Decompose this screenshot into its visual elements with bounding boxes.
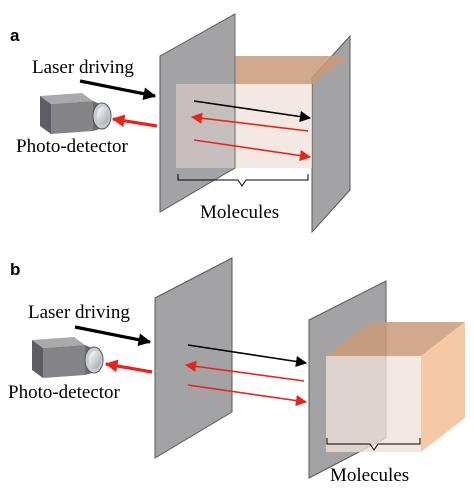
panel-b-label: b [10,260,20,279]
camera-detector-icon [32,337,104,378]
cavity-beam-forward-red-b [187,384,308,407]
detector-return-arrow-b [104,359,153,374]
laser-input-arrow-b [74,325,152,347]
photo-detector-label-a: Photo-detector [16,136,129,157]
laser-input-arrow-a [79,79,157,101]
molecules-label-b: Molecules [330,465,409,486]
molecules-label-a: Molecules [200,202,279,223]
molecules-brace-b [326,438,421,451]
detector-return-arrow-a [111,114,158,128]
back-mirror-a [311,34,351,234]
cavity-beam-back-b [184,360,305,382]
photo-detector-a [40,93,112,134]
photo-detector-b [32,337,104,378]
cavity-beam-back-a-1 [190,112,309,132]
cavity-beam-forward-a [193,100,312,123]
photo-detector-label-b: Photo-detector [8,382,121,403]
cavity-beam-forward-b [187,344,308,368]
molecules-volume-b [326,322,465,452]
front-mirror-a [159,13,236,213]
panel-b: b [8,257,465,486]
cavity-beam-forward-red-a [193,139,312,162]
molecules-brace-a [177,174,309,187]
panel-a-label: a [10,26,20,45]
laser-driving-label-a: Laser driving [32,57,134,78]
camera-detector-icon [40,93,112,134]
laser-driving-label-b: Laser driving [28,302,130,323]
front-mirror-b [154,257,233,459]
panel-a: a [10,13,351,234]
